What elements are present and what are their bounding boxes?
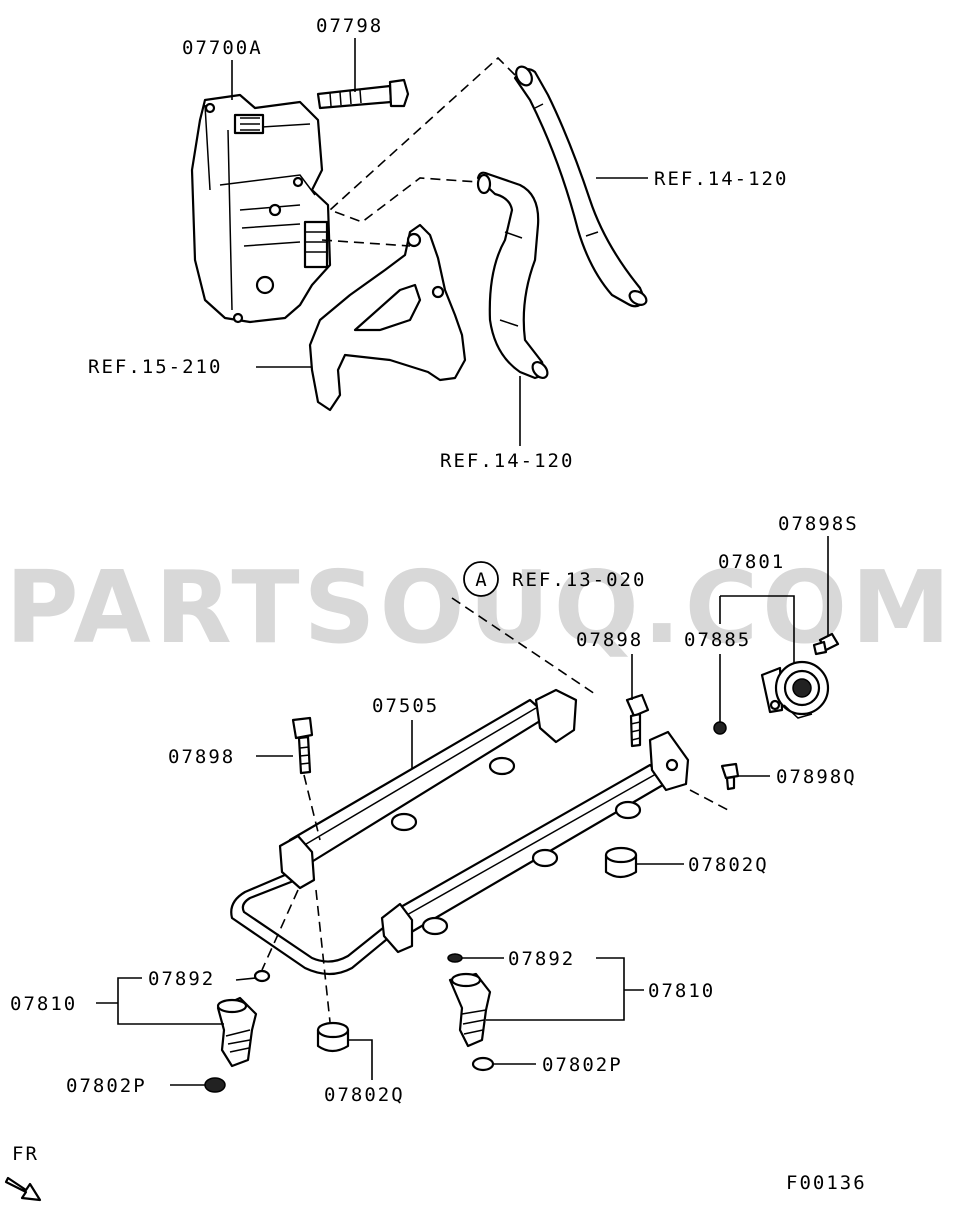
leader-07810-right (486, 957, 644, 1021)
throttle-body[interactable] (190, 93, 332, 324)
insulator-right[interactable] (604, 846, 638, 879)
label-ref-13-020[interactable]: REF.13-020 (512, 569, 646, 591)
connection-line-bracket (321, 239, 411, 247)
fuel-rail-lower[interactable] (380, 730, 690, 954)
label-07898q: 07898Q (776, 766, 857, 788)
leader-07802q-left (348, 1039, 373, 1080)
install-line-injector-left (261, 889, 299, 971)
label-07801: 07801 (718, 551, 785, 573)
label-07898-right: 07898 (576, 629, 643, 651)
rail-bolt-q[interactable] (720, 762, 740, 791)
label-07885: 07885 (684, 629, 751, 651)
label-07892-right: 07892 (508, 948, 575, 970)
leader-07892-left (235, 977, 257, 981)
label-07892-left: 07892 (148, 968, 215, 990)
label-07505: 07505 (372, 695, 439, 717)
direction-label: FR (12, 1143, 39, 1165)
label-07700a: 07700A (182, 37, 263, 59)
label-07810-right: 07810 (648, 980, 715, 1002)
injector-right[interactable] (448, 972, 492, 1048)
fuel-rail-upper[interactable] (278, 688, 578, 890)
regulator-bolt[interactable] (812, 632, 840, 656)
label-07802q-right: 07802Q (688, 854, 769, 876)
figure-code: F00136 (786, 1172, 867, 1194)
label-07898s: 07898S (778, 513, 859, 535)
label-ref-a-circle: A (475, 569, 487, 591)
rail-bolt-right[interactable] (625, 693, 650, 748)
connection-line-hose-upper (328, 56, 516, 223)
install-line-bolt-left (303, 774, 321, 841)
install-line-bolt-q (689, 789, 729, 811)
pressure-regulator[interactable] (760, 660, 830, 719)
leader-07810-left (96, 977, 224, 1025)
upper-hose[interactable] (513, 64, 649, 308)
label-ref-14-120-lower[interactable]: REF.14-120 (440, 450, 574, 472)
label-07802q-left: 07802Q (324, 1084, 405, 1106)
throttle-bolt[interactable] (316, 78, 410, 110)
leader-07801 (719, 595, 795, 664)
label-07802p-left: 07802P (66, 1075, 147, 1097)
label-07798: 07798 (316, 15, 383, 37)
rail-bolt-left[interactable] (291, 716, 314, 775)
label-ref-14-120-upper[interactable]: REF.14-120 (654, 168, 788, 190)
seal-right[interactable] (471, 1056, 495, 1072)
install-line-ref-a (451, 597, 599, 697)
install-line-insulator-left (315, 889, 331, 1023)
regulator-oring[interactable] (713, 721, 727, 735)
ref-a-circle (463, 561, 499, 597)
seal-left[interactable] (204, 1077, 226, 1093)
lower-hose[interactable] (476, 171, 550, 381)
crossover-tube[interactable] (230, 870, 394, 976)
label-ref-15-210[interactable]: REF.15-210 (88, 356, 222, 378)
label-07810-left: 07810 (10, 993, 77, 1015)
label-07898-left: 07898 (168, 746, 235, 768)
bracket[interactable] (308, 223, 467, 412)
oring-left[interactable] (253, 969, 271, 983)
insulator-left[interactable] (316, 1021, 350, 1053)
label-07802p-right: 07802P (542, 1054, 623, 1076)
direction-arrow-icon (4, 1176, 42, 1202)
injector-left[interactable] (216, 996, 258, 1068)
oring-right[interactable] (447, 953, 463, 963)
